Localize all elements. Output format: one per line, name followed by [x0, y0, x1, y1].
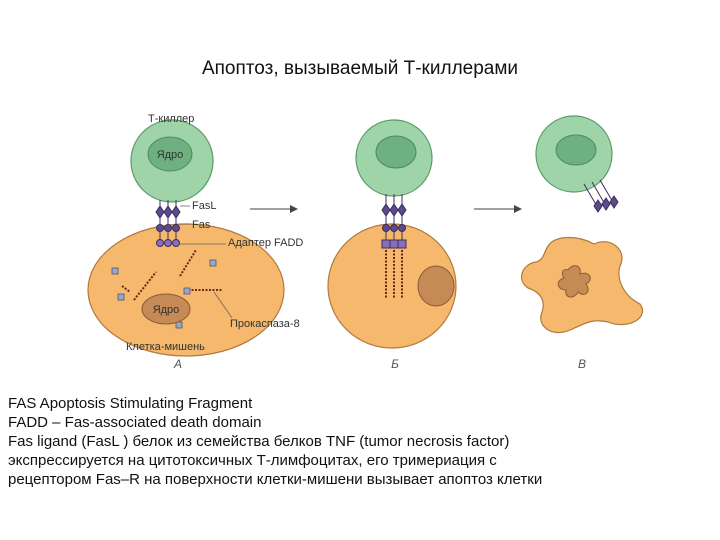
procaspase-strands-a — [121, 249, 222, 301]
killer-nucleus-b — [375, 135, 417, 169]
note-line: рецептором Fas–R на поверхности клетки-м… — [8, 471, 543, 488]
fas-label: Fas — [192, 219, 211, 231]
fadd-squares-a — [111, 259, 217, 329]
fragmented-nucleus-c — [557, 265, 591, 298]
killer-nucleus-a — [147, 136, 193, 172]
activated-caspase-strands-b — [385, 250, 403, 298]
nucleus-label-target: Ядро — [153, 304, 180, 316]
panel-label-b: Б — [391, 357, 399, 371]
killer-nucleus-c — [555, 134, 597, 166]
panel-label-c: В — [578, 357, 586, 371]
panel-label-a: А — [173, 357, 182, 371]
fadd-adapter-label: Адаптер FADD — [228, 237, 303, 249]
fasl-fas-complex-b — [381, 194, 407, 249]
target-nucleus-b — [417, 265, 455, 307]
note-line: экспрессируется на цитотоксичных Т-лимфо… — [8, 452, 497, 469]
arrow-b-to-c — [474, 205, 522, 213]
note-line: FADD – Fas-associated death domain — [8, 414, 262, 431]
apoptosis-diagram: Ядро Т-киллер FasL Fas Адаптер FADD Ядро… — [87, 113, 643, 371]
slide-title: Апоптоз, вызываемый Т-киллерами — [201, 58, 519, 79]
target-cell-b — [327, 223, 457, 349]
t-killer-label: Т-киллер — [148, 113, 194, 125]
note-line: FAS Apoptosis Stimulating Fragment — [8, 395, 253, 412]
nucleus-label-top: Ядро — [157, 149, 184, 161]
released-fasl-c — [583, 179, 619, 213]
fasl-fas-complex-a — [155, 200, 181, 247]
arrow-a-to-b — [250, 205, 298, 213]
target-nucleus-a — [141, 293, 191, 325]
note-line: Fas ligand (FasL ) белок из семейства бе… — [8, 433, 510, 450]
target-cell-label: Клетка-мишень — [126, 341, 205, 353]
procaspase-label: Прокаспаза-8 — [230, 318, 300, 330]
notes-block: FAS Apoptosis Stimulating Fragment FADD … — [8, 394, 708, 489]
fasl-label: FasL — [192, 200, 216, 212]
